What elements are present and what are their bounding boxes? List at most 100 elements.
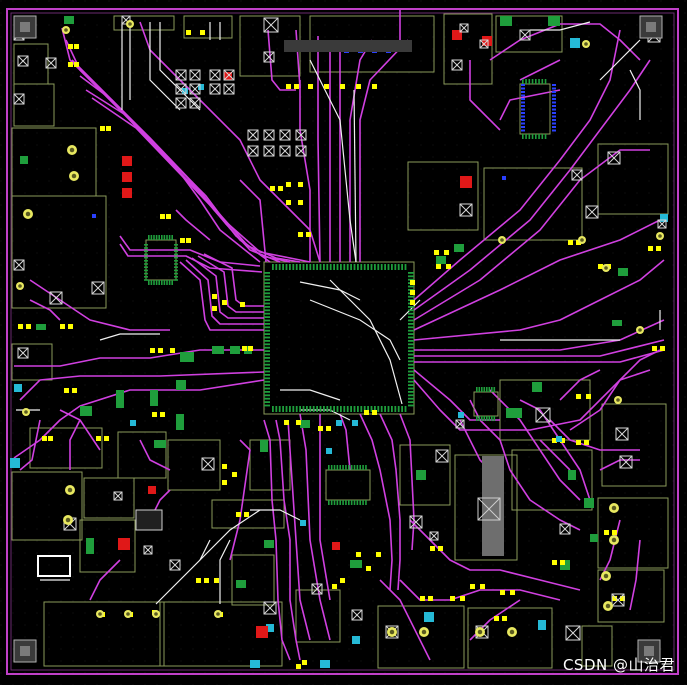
smd-pad [420, 596, 425, 601]
qfp-pin [340, 264, 342, 270]
blue-pad [521, 105, 525, 107]
smd-pad [308, 84, 313, 89]
smd-pad [186, 30, 191, 35]
qfp-pin [264, 404, 270, 407]
qfp-pin [272, 406, 274, 412]
smd-pad [296, 420, 301, 425]
qfp-pin [408, 336, 414, 339]
blue-pad [521, 115, 525, 118]
qfp-pin [353, 264, 356, 270]
ic-pin [168, 235, 171, 240]
smd-pad [326, 426, 331, 431]
ic-pin [171, 235, 173, 240]
component-outline-diag [295, 129, 307, 141]
component-outline-diag [209, 83, 221, 95]
qfp-pin [343, 264, 346, 270]
smd-pad [410, 290, 415, 295]
mounting-hole-center [64, 28, 68, 32]
component-outline [263, 145, 275, 157]
qfp-pin [408, 340, 414, 342]
smd-pad [598, 264, 603, 269]
blue-pad [552, 94, 556, 97]
component-outline [279, 145, 291, 157]
ic-pin [339, 500, 342, 505]
component-outline-diag [189, 97, 201, 109]
component-outline [189, 83, 201, 95]
smd-pad [450, 596, 455, 601]
qfp-pin [408, 350, 414, 352]
smd-pad [160, 214, 165, 219]
qfp-pin [264, 357, 270, 359]
component-outline [657, 219, 667, 229]
ic-pin [348, 465, 350, 470]
smd-pad [278, 186, 283, 191]
smd-pad [42, 436, 47, 441]
blue-pad [552, 105, 556, 107]
smd-pad [510, 590, 515, 595]
ic-pin [174, 269, 178, 272]
qfp-pin [306, 264, 308, 270]
ic-pin [174, 253, 178, 256]
mounting-hole-center [389, 629, 395, 635]
component-outline [49, 291, 63, 305]
qfp-pin [264, 363, 270, 366]
mounting-hole-center [128, 22, 132, 26]
smd-pad [500, 590, 505, 595]
qfp-pin [264, 299, 270, 301]
smd-pad [446, 264, 451, 269]
qfp-pin [312, 264, 315, 270]
qfp-pin [346, 406, 349, 412]
ic-pin [144, 256, 148, 259]
smd-pad [298, 182, 303, 187]
ic-pin [174, 276, 178, 278]
smd-pad [324, 84, 329, 89]
component-outline-diag [247, 129, 259, 141]
ic-pin [359, 500, 362, 505]
qfp-pin [408, 394, 414, 397]
component-outline-diag [91, 281, 105, 295]
component-outline [607, 151, 621, 165]
header-connectors [37, 40, 412, 577]
smd-pad [286, 200, 291, 205]
ic-pin [359, 465, 362, 470]
smd-pad [214, 578, 219, 583]
component-outline-diag [429, 531, 439, 541]
blue-pad [552, 115, 556, 118]
blue-pad [552, 98, 556, 100]
qfp-pin [367, 406, 369, 412]
smd-pad [158, 348, 163, 353]
smd-pad [332, 584, 337, 589]
mounting-hole-center [638, 328, 642, 332]
component-outline-diag [615, 427, 629, 441]
qfp-pin [350, 406, 352, 412]
qfp-pin [408, 397, 414, 400]
fiducial-center [646, 22, 656, 32]
component-outline-diag [263, 51, 275, 63]
mounting-hole-center [509, 629, 515, 635]
qfp-pin [353, 406, 356, 412]
component-outline-diag [459, 203, 473, 217]
qfp-pin [408, 363, 414, 366]
blue-pad [552, 112, 556, 114]
component-outline [519, 29, 531, 41]
qfp-pin [278, 264, 281, 270]
qfp-pin [264, 326, 270, 329]
qfp-pin [285, 264, 288, 270]
qfp-pin [264, 401, 270, 403]
qfp-pin [408, 404, 414, 407]
qfp-pin [367, 264, 369, 270]
smd-pad [502, 616, 507, 621]
ic-pin [339, 465, 342, 470]
ic-pin [330, 465, 333, 470]
qfp-pin [374, 264, 376, 270]
qfp-pin [264, 306, 270, 308]
qfp-pin [363, 406, 366, 412]
component-outline-diag [49, 291, 63, 305]
component-outline-diag [279, 145, 291, 157]
component-outline [295, 145, 307, 157]
mounting-hole-center [605, 603, 611, 609]
mounting-hole-center [24, 410, 28, 414]
qfp-pin [316, 406, 318, 412]
qfp-pin [264, 329, 270, 332]
qfp-pin [408, 380, 414, 383]
